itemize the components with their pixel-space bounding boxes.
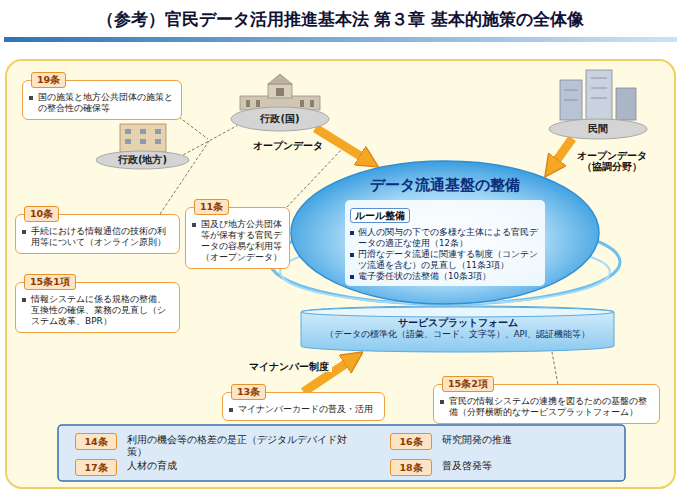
rule-line: 個人の関与の下での多様な主体による官民データの適正な使用（12条） (350, 227, 540, 248)
title-bar (4, 37, 677, 42)
page-title: （参考）官民データ活用推進基本法 第３章 基本的施策の全体像 (0, 8, 681, 31)
edge-label: オープンデータ （協調分野） (572, 150, 652, 172)
platform-body (301, 306, 614, 352)
edge-label: マイナンバー制度 (246, 361, 332, 372)
article-tag: 15条1項 (24, 274, 76, 290)
article-text: 国及び地方公共団体等が保有する官民データの容易な利用等（オープンデータ） (201, 219, 283, 263)
article-box: 15条2項官民の情報システムの連携を図るための基盤の整備（分野横断的なサービスプ… (433, 384, 660, 424)
platform-top (301, 307, 614, 317)
article-text: 利用の機会等の格差の是正（デジタルデバイド対策） (127, 433, 365, 458)
actor-label: 行政(地方) (118, 153, 167, 167)
article-tag: 10条 (24, 206, 59, 222)
article-box: 13条マイナンバーカードの普及・活用 (222, 392, 385, 421)
box-body: マイナンバーカードの普及・活用 (229, 404, 378, 415)
article-tag: 13条 (231, 384, 266, 400)
bullet-mark (22, 230, 26, 234)
bullet-mark (229, 408, 233, 412)
flow-arrow (552, 138, 572, 167)
article-item: 18条普及啓発等 (390, 459, 610, 476)
article-tag: 16条 (390, 433, 432, 450)
article-item: 14条利用の機会等の格差の是正（デジタルデバイド対策） (75, 433, 365, 458)
article-text: 研究開発の推進 (442, 433, 512, 446)
actor-oval: 行政(国) (230, 106, 330, 132)
article-text: 国の施策と地方公共団体の施策との整合性の確保等 (38, 92, 175, 114)
oval-ground (231, 107, 329, 131)
bullet-mark (440, 400, 444, 404)
bullet-mark (350, 275, 354, 279)
article-text: 人材の育成 (127, 459, 177, 472)
actor-oval: 民間 (548, 118, 648, 140)
article-tag: 11条 (194, 199, 229, 215)
private-buildings (560, 70, 636, 120)
oval-ground (549, 119, 647, 139)
bullet-mark (192, 223, 196, 227)
article-text: 普及啓発等 (442, 459, 492, 472)
article-box: 15条1項情報システムに係る規格の整備、互換性の確保、業務の見直し（システム改革… (15, 282, 180, 333)
local-building (120, 124, 166, 152)
article-tag: 14条 (75, 433, 117, 450)
dashed-link (552, 352, 558, 384)
bullet-mark (29, 96, 33, 100)
article-box: 10条手続における情報通信の技術の利用等について（オンライン原則） (15, 214, 180, 254)
bottom-panel (58, 425, 625, 481)
platform-title: サービスプラットフォーム (308, 316, 607, 329)
actor-label: 民間 (588, 122, 608, 136)
ellipse-title: データ流通基盤の整備 (290, 176, 600, 195)
article-text: 手続における情報通信の技術の利用等について（オンライン原則） (31, 226, 173, 248)
platform-ellipse: データ流通基盤の整備ルール整備個人の関与の下での多様な主体による官民データの適正… (290, 160, 600, 305)
edge-label: オープンデータ (250, 140, 326, 151)
diet-building (240, 74, 320, 110)
article-box: 19条国の施策と地方公共団体の施策との整合性の確保等 (22, 80, 182, 120)
rule-box: ルール整備個人の関与の下での多様な主体による官民データの適正な使用（12条）円滑… (345, 200, 545, 286)
outer-panel (6, 60, 675, 488)
article-box: 11条国及び地方公共団体等が保有する官民データの容易な利用等（オープンデータ） (185, 207, 290, 269)
rule-text: 円滑なデータ流通に関連する制度（コンテンツ流通を含む）の見直し（11条3項） (358, 249, 540, 270)
rule-tag: ルール整備 (350, 208, 410, 223)
platform-text: （データの標準化（語彙、コード、文字等）、API、認証機能等） (308, 329, 607, 340)
article-tag: 19条 (31, 72, 66, 88)
bullet-mark (350, 253, 354, 257)
dashed-link (183, 126, 237, 155)
rule-line: 電子委任状の法整備（10条3項） (350, 271, 540, 282)
actor-oval: 行政(地方) (95, 150, 190, 170)
article-text: 官民の情報システムの連携を図るための基盤の整備（分野横断的なサービスプラットフォ… (449, 396, 653, 418)
article-item: 17条人材の育成 (75, 459, 365, 476)
article-item: 16条研究開発の推進 (390, 433, 610, 450)
box-body: 国及び地方公共団体等が保有する官民データの容易な利用等（オープンデータ） (192, 219, 283, 263)
rule-text: 個人の関与の下での多様な主体による官民データの適正な使用（12条） (358, 227, 540, 248)
box-body: 国の施策と地方公共団体の施策との整合性の確保等 (29, 92, 175, 114)
box-body: 情報システムに係る規格の整備、互換性の確保、業務の見直し（システム改革、BPR） (22, 294, 173, 327)
article-tag: 15条2項 (442, 376, 494, 392)
service-platform: サービスプラットフォーム（データの標準化（語彙、コード、文字等）、API、認証機… (300, 306, 615, 352)
bullet-mark (22, 298, 26, 302)
rule-line: 円滑なデータ流通に関連する制度（コンテンツ流通を含む）の見直し（11条3項） (350, 249, 540, 270)
article-text: マイナンバーカードの普及・活用 (238, 404, 373, 415)
article-tag: 18条 (390, 459, 432, 476)
ellipse-ground (291, 161, 599, 304)
rule-text: 電子委任状の法整備（10条3項） (358, 271, 491, 282)
article-tag: 17条 (75, 459, 117, 476)
article-text: 情報システムに係る規格の整備、互換性の確保、業務の見直し（システム改革、BPR） (31, 294, 173, 327)
actor-label: 行政(国) (260, 112, 299, 126)
box-body: 手続における情報通信の技術の利用等について（オンライン原則） (22, 226, 173, 248)
bullet-mark (350, 231, 354, 235)
oval-ground (96, 151, 189, 169)
box-body: 官民の情報システムの連携を図るための基盤の整備（分野横断的なサービスプラットフォ… (440, 396, 653, 418)
